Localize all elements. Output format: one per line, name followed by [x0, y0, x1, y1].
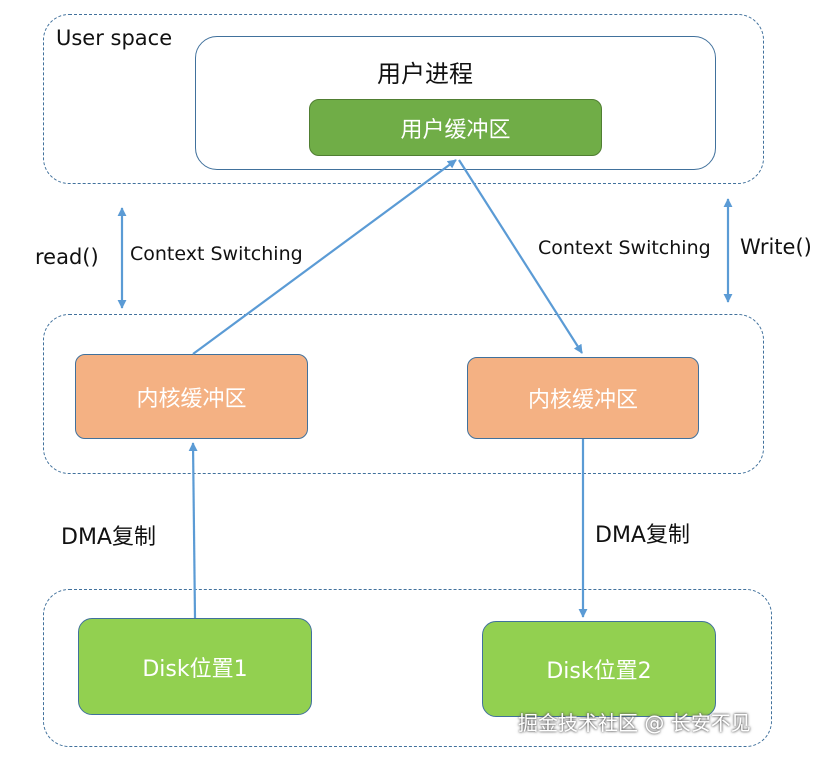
disk-right: Disk位置2	[482, 621, 716, 717]
user-buffer-label: 用户缓冲区	[400, 117, 511, 143]
disk-left-label: Disk位置1	[142, 656, 248, 682]
kernel-buffer-left: 内核缓冲区	[75, 354, 308, 439]
right-dma-copy-label: DMA复制	[595, 523, 690, 548]
watermark: 掘金技术社区 @ 长安不见	[518, 711, 751, 735]
disk-left: Disk位置1	[78, 618, 312, 715]
user-process-label: 用户进程	[377, 60, 473, 88]
kernel-buffer-left-label: 内核缓冲区	[136, 386, 247, 412]
user-space-label: User space	[56, 26, 173, 50]
disk-right-label: Disk位置2	[546, 659, 652, 684]
kernel-buffer-right: 内核缓冲区	[467, 357, 699, 439]
disk-region	[43, 589, 772, 747]
user-buffer-box: 用户缓冲区	[309, 99, 602, 156]
write-call-label: Write()	[740, 235, 812, 259]
left-dma-copy-label: DMA复制	[61, 525, 156, 550]
read-call-label: read()	[35, 245, 99, 269]
kernel-buffer-right-label: 内核缓冲区	[527, 388, 638, 413]
left-context-switching-label: Context Switching	[130, 243, 303, 265]
right-context-switching-label: Context Switching	[538, 237, 711, 259]
